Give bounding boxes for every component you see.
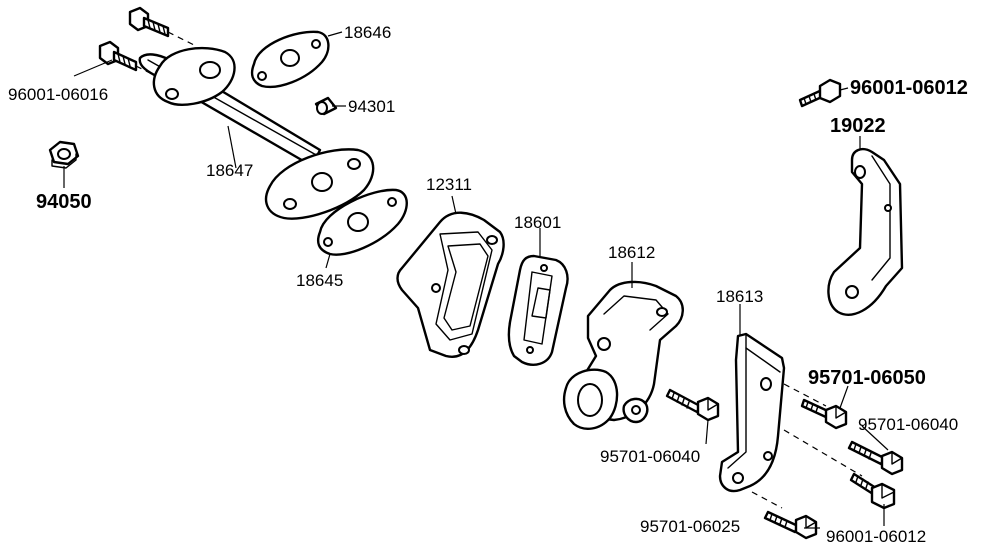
label-94301: 94301 xyxy=(348,97,396,116)
label-95701-06025: 95701-06025 xyxy=(640,517,741,536)
label-94050: 94050 xyxy=(36,191,92,213)
guide-line xyxy=(783,383,827,407)
label-18612: 18612 xyxy=(608,243,656,262)
elbow-18612 xyxy=(562,280,684,430)
gasket-18646 xyxy=(250,30,330,89)
bolt-95701-06050 xyxy=(800,398,848,430)
leader-lines xyxy=(63,31,889,529)
label-95701-06040-right: 95701-06040 xyxy=(858,415,959,434)
label-95701-06040-bottom: 95701-06040 xyxy=(600,447,701,466)
bracket-18613 xyxy=(718,332,786,493)
label-18613: 18613 xyxy=(716,287,764,306)
sleeve-94301 xyxy=(314,96,338,116)
gasket-18645 xyxy=(316,188,408,256)
label-96001-06012-bottom: 96001-06012 xyxy=(826,527,927,546)
label-96001-06012-top: 96001-06012 xyxy=(850,77,968,99)
label-96001-06016: 96001-06016 xyxy=(8,85,109,104)
label-18601: 18601 xyxy=(514,213,562,232)
bolt-95701-06025 xyxy=(763,510,818,540)
guide-line xyxy=(783,429,863,477)
housing-12311 xyxy=(396,211,505,358)
bolt-96001-06016-upper xyxy=(128,6,170,38)
label-19022: 19022 xyxy=(830,115,886,137)
bolt-95701-06040-right xyxy=(847,440,904,476)
label-12311: 12311 xyxy=(426,175,473,194)
label-18646: 18646 xyxy=(344,23,392,42)
bolt-96001-06016-lower xyxy=(98,40,138,72)
nut-94050 xyxy=(48,140,80,169)
gasket-18601 xyxy=(507,254,569,366)
guide-line xyxy=(751,491,783,509)
label-18645: 18645 xyxy=(296,271,344,290)
guide-line xyxy=(167,31,197,47)
bolt-95701-06040-lower xyxy=(665,388,720,422)
bolt-96001-06012-lower xyxy=(849,472,896,510)
bracket-19022 xyxy=(827,148,904,316)
pipe-18647 xyxy=(138,46,375,220)
label-95701-06050: 95701-06050 xyxy=(808,367,926,389)
label-18647: 18647 xyxy=(206,161,254,180)
bolt-96001-06012-upper xyxy=(798,78,842,108)
